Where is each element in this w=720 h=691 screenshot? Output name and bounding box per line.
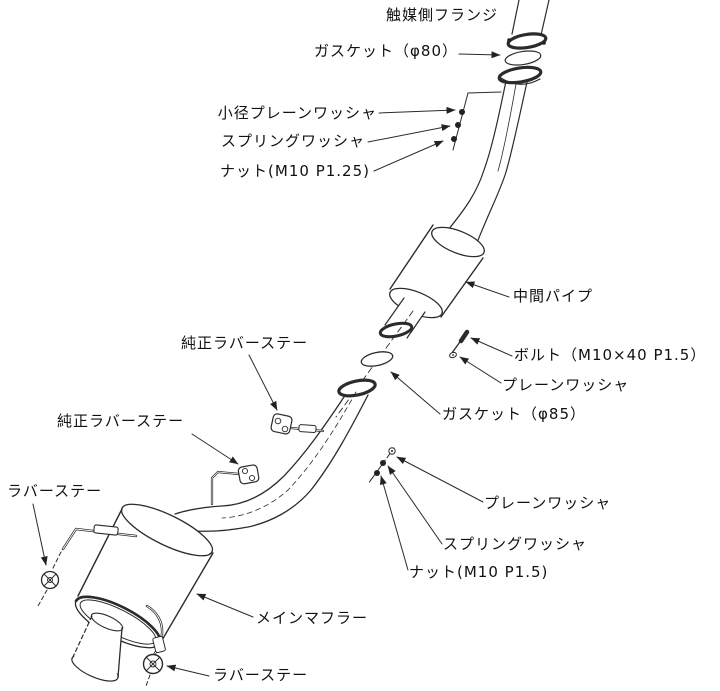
spring-washer-dot [455, 122, 461, 128]
muffler-flange-shape [337, 378, 377, 398]
muffler-top-face [120, 503, 214, 557]
pipe-highlight [497, 83, 517, 172]
label-bolt: ボルト（M10×40 P1.5） [514, 346, 707, 364]
flange-collar [500, 77, 541, 85]
gasket-85-shape [360, 351, 394, 367]
bolt-shape [449, 329, 470, 359]
leader-nut-lower [379, 475, 409, 571]
gasket-80-shape [504, 50, 542, 66]
oem-rubber-stay-upper-shape [270, 413, 325, 435]
label-gasket-80: ガスケット（φ80） [314, 42, 458, 60]
pipe-edge [195, 394, 369, 532]
stay-sleeve [152, 635, 166, 654]
leader-rubber-stay-bottom [166, 664, 210, 677]
label-rubber-stay-bottom: ラバーステー [213, 666, 309, 684]
leader-nut-upper [373, 140, 444, 172]
leader-small-plain-washer [378, 106, 456, 114]
grommet-block [270, 413, 293, 435]
label-oem-rubber-stay-upper: 純正ラバーステー [181, 334, 309, 352]
leader-gasket-80 [458, 51, 501, 59]
leader-spring-washer-upper [367, 124, 451, 143]
lower-fastener-stud [367, 447, 396, 485]
label-center-pipe: 中間パイプ [513, 287, 594, 305]
label-nut-upper: ナット(M10 P1.25) [220, 162, 370, 180]
label-small-plain-washer: 小径プレーンワッシャ [217, 104, 377, 122]
leader-plain-washer-mid [459, 356, 502, 384]
leader-center-pipe [465, 281, 510, 298]
stay-sleeve [93, 524, 119, 536]
pipe-edge [540, 0, 550, 36]
bolt-shaft [451, 338, 463, 354]
label-nut-lower: ナット(M10 P1.5) [409, 563, 549, 581]
leader-gasket-85 [390, 371, 441, 415]
leader-spring-washer-lower [387, 465, 443, 545]
silencer-edge [389, 224, 434, 290]
pipe-edge [474, 81, 528, 249]
label-plain-washer-lower: プレーンワッシャ [484, 494, 612, 512]
label-spring-washer-lower: スプリングワッシャ [443, 535, 588, 553]
leader-lines [32, 51, 513, 677]
oem-rubber-stay-lower-shape [210, 464, 260, 506]
leader-oem-stay-upper [248, 354, 278, 411]
centerline [221, 391, 357, 519]
label-main-muffler: メインマフラー [256, 609, 369, 627]
leader-rubber-stay-left [32, 503, 48, 566]
front-pipe [174, 391, 369, 532]
rubber-stay-left-shape [37, 524, 138, 607]
label-oem-rubber-stay-lower: 純正ラバーステー [57, 412, 185, 430]
pipe-edge [447, 80, 507, 231]
small-plain-washer-dot [459, 109, 465, 115]
leader-main-muffler [196, 593, 254, 618]
tail-pipe-shape [71, 612, 124, 682]
neck-edge [384, 297, 405, 326]
muffler-edge [157, 552, 214, 648]
muffler-rim-arc [74, 595, 162, 645]
catalyst-flange-shape [506, 32, 548, 50]
flange-tab [507, 38, 511, 42]
grommet-block [237, 464, 260, 485]
center-pipe-assembly [378, 224, 485, 339]
silencer-edge [440, 257, 484, 318]
tail-edge [117, 627, 123, 678]
catalyst-pipe-assembly [447, 0, 550, 249]
label-spring-washer-upper: スプリングワッシャ [220, 132, 365, 150]
rubber-stay-bottom-shape [142, 604, 166, 687]
label-rubber-stay-left: ラバーステー [7, 482, 103, 500]
stay-sleeve [298, 424, 317, 433]
leader-bolt [470, 337, 513, 357]
neck-flange-shape [378, 321, 414, 339]
pipe-edge [511, 0, 520, 35]
silencer-end-cap [431, 226, 485, 258]
nut-dot [451, 136, 457, 142]
spring-washer-dot [380, 460, 386, 466]
flange-tab [542, 41, 546, 45]
muffler-edge [77, 508, 123, 597]
main-muffler-shape [74, 503, 214, 649]
nut-dot [374, 470, 380, 476]
pipe-side-flange-shape [497, 65, 543, 85]
label-gasket-85: ガスケット（φ85） [442, 405, 586, 423]
label-plain-washer-mid: プレーンワッシャ [502, 376, 630, 394]
leader-plain-washer-lower [396, 456, 484, 503]
neck-edge [406, 311, 426, 339]
upper-fastener-stud [451, 91, 502, 151]
tail-edge-hidden [71, 615, 93, 660]
gasket-stack [335, 310, 414, 418]
label-catalyst-flange: 触媒側フランジ [385, 6, 498, 24]
pipe-edge [174, 396, 345, 515]
leader-oem-stay-lower [191, 433, 239, 465]
